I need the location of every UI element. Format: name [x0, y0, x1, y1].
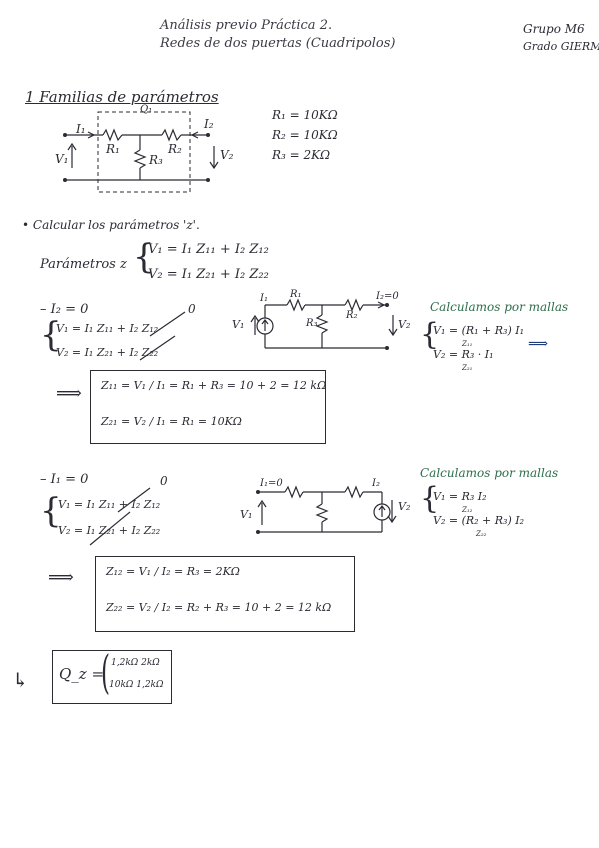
case-i2-mesh-title: Calculamos por mallas — [430, 300, 569, 314]
circuit-r1-label: R₁ — [106, 142, 120, 156]
circuit-v2-label: V₂ — [220, 148, 234, 162]
case-i2-mesh-2: V₂ = R₃ · I₁ — [433, 348, 494, 361]
value-r1: R₁ = 10KΩ — [272, 108, 338, 122]
case-i1-mesh-1: V₁ = R₃ I₂ — [433, 490, 487, 503]
case-i1-eq-1: V₁ = I₁ Z₁₁ + I₂ Z₁₂ — [58, 498, 161, 511]
case-i2-implies-arrow: ⟹ — [56, 383, 82, 404]
c2-v1-label: V₁ — [232, 318, 245, 331]
case-i2-eq-2: V₂ = I₁ Z₂₁ + I₂ Z₂₂ — [56, 346, 159, 359]
matrix-row-2: 10kΩ 1,2kΩ — [109, 680, 164, 690]
final-qz-label: Q_z = — [59, 665, 105, 683]
value-r3: R₃ = 2KΩ — [272, 148, 331, 162]
z-eq-2: V₂ = I₁ Z₂₁ + I₂ Z₂₂ — [148, 267, 269, 282]
brace: { — [40, 491, 62, 531]
brace: { — [40, 315, 62, 355]
circuit-v1-label: V₁ — [55, 152, 69, 166]
case-i1-mesh-2: V₂ = (R₂ + R₃) I₂ — [433, 514, 524, 527]
matrix-row-1: 1,2kΩ 2kΩ — [111, 658, 160, 668]
c2-v2-label: V₂ — [398, 318, 411, 331]
case-i2-condition: – I₂ = 0 — [40, 302, 89, 317]
brace: { — [133, 237, 155, 277]
z-eq-1: V₁ = I₁ Z₁₁ + I₂ Z₁₂ — [148, 242, 269, 257]
final-result-box: Q_z = ( 1,2kΩ 2kΩ 10kΩ 1,2kΩ — [52, 645, 172, 704]
title-line-2: Redes de dos puertas (Cuadripolos) — [160, 36, 396, 51]
case-i2-mesh-1-sub: Z₁₁ — [462, 340, 473, 348]
c2-r1-label: R₁ — [290, 289, 302, 300]
case-i2-result-box: Z₁₁ = V₁ / I₁ = R₁ + R₃ = 10 + 2 = 12 kΩ… — [90, 370, 326, 444]
case-i2-mesh-arrow: ⟹ — [528, 336, 549, 352]
c2-i1-label: I₁ — [260, 293, 268, 304]
brace: { — [420, 481, 440, 516]
c3-i2-label: I₂ — [372, 478, 380, 489]
case-i2-result-2: Z₂₁ = V₂ / I₁ = R₁ = 10KΩ — [101, 415, 242, 428]
case-i2-eq-1: V₁ = I₁ Z₁₁ + I₂ Z₁₂ — [56, 322, 159, 335]
q1-label: Q₁ — [140, 104, 153, 115]
case-i1-result-1: Z₁₂ = V₁ / I₂ = R₃ = 2KΩ — [106, 565, 240, 578]
circuit-i1-label: I₁ — [76, 122, 86, 136]
case-i1-mesh-2-sub: Z₂₂ — [476, 530, 487, 538]
circuit-r2-label: R₂ — [168, 142, 182, 156]
group-label: Grupo M6 — [523, 22, 585, 36]
c2-r2-label: R₂ — [346, 310, 358, 321]
section-heading: 1 Familias de parámetros — [25, 88, 219, 106]
case-i1-result-2: Z₂₂ = V₂ / I₂ = R₂ + R₃ = 10 + 2 = 12 kΩ — [106, 601, 332, 614]
matrix-left-paren: ( — [101, 645, 110, 699]
z-params-intro: Parámetros z — [40, 257, 127, 272]
case-i2-zero-mark: 0 — [188, 302, 196, 316]
case-i1-condition: – I₁ = 0 — [40, 472, 89, 487]
c3-i1-label: I₁=0 — [260, 478, 283, 489]
degree-label: Grado GIERM — [523, 40, 599, 53]
case-i1-mesh-title: Calculamos por mallas — [420, 466, 559, 480]
case-i1-zero-mark: 0 — [160, 474, 168, 488]
case-i2-mesh-2-sub: Z₂₁ — [462, 364, 473, 372]
final-hook-arrow: ↳ — [12, 668, 29, 692]
case-i2-result-1: Z₁₁ = V₁ / I₁ = R₁ + R₃ = 10 + 2 = 12 kΩ — [101, 379, 327, 392]
title-line-1: Análisis previo Práctica 2. — [160, 18, 333, 33]
case-i1-eq-2: V₂ = I₁ Z₂₁ + I₂ Z₂₂ — [58, 524, 161, 537]
circuit-r3-label: R₃ — [149, 153, 163, 167]
c2-r3-label: R₃ — [306, 318, 318, 329]
circuit-i2-label: I₂ — [204, 117, 214, 131]
case-i1-mesh-1-sub: Z₁₂ — [462, 506, 473, 514]
case-i1-implies-arrow: ⟹ — [48, 567, 74, 588]
c3-v1-label: V₁ — [240, 508, 253, 521]
case-i1-result-box: Z₁₂ = V₁ / I₂ = R₃ = 2KΩ Z₂₂ = V₂ / I₂ =… — [95, 556, 355, 632]
c2-i2-label: I₂=0 — [376, 291, 399, 302]
z-params-bullet: • Calcular los parámetros 'z'. — [22, 218, 200, 232]
value-r2: R₂ = 10KΩ — [272, 128, 338, 142]
brace: { — [420, 317, 440, 352]
case-i2-mesh-1: V₁ = (R₁ + R₃) I₁ — [433, 324, 524, 337]
c3-v2-label: V₂ — [398, 500, 411, 513]
